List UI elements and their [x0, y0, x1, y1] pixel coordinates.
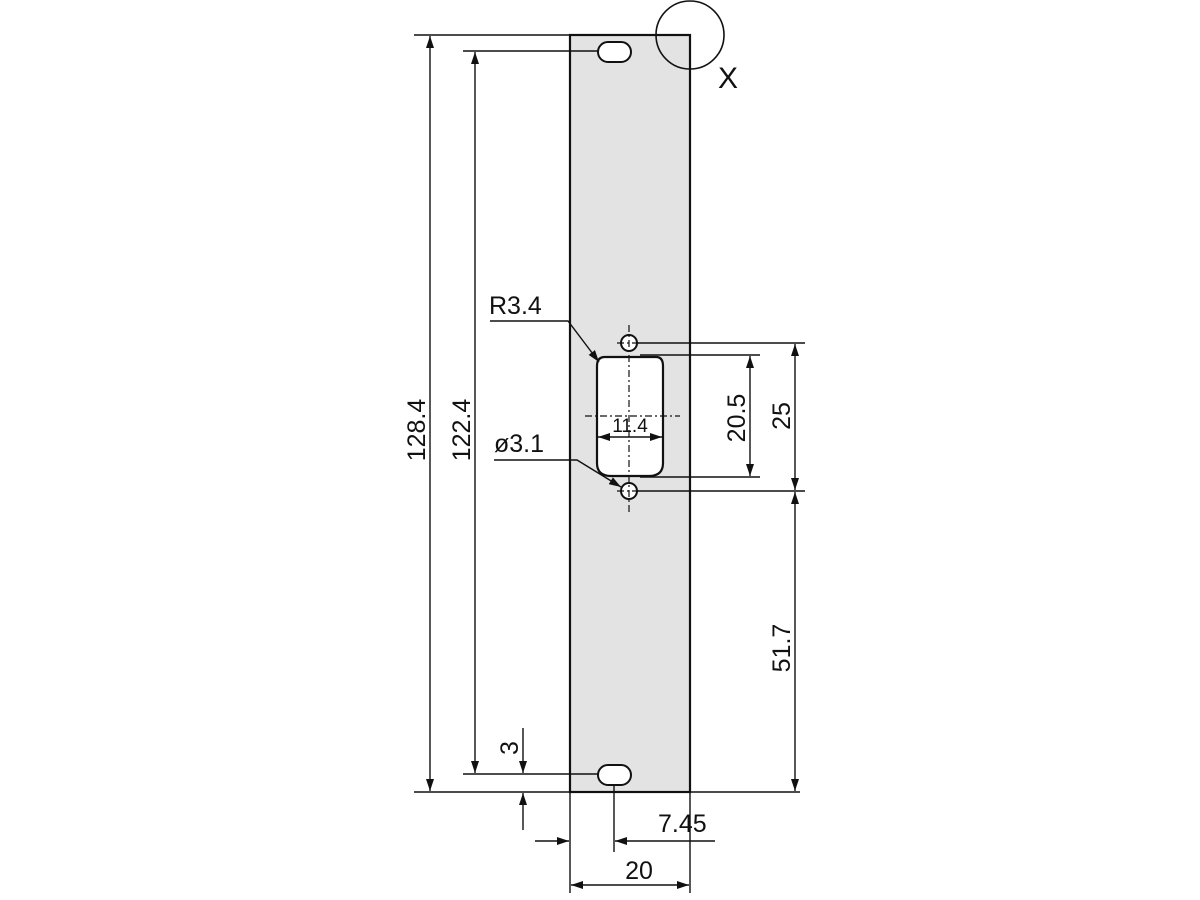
detail-circle	[655, 0, 725, 70]
cutout-radius-label: R3.4	[489, 292, 542, 320]
hole-diameter-label: ø3.1	[494, 430, 544, 458]
slot-offset-label: 3	[496, 741, 524, 755]
top-mounting-slot	[597, 41, 632, 63]
hole-pitch-label: 25	[768, 402, 796, 430]
detail-label: X	[718, 62, 738, 95]
center-offset-label: 7.45	[658, 810, 707, 838]
hole-spacing-label: 122.4	[448, 399, 476, 462]
bottom-mounting-slot	[597, 764, 632, 786]
hole-diameter-leader	[494, 459, 622, 488]
panel-width-label: 20	[625, 857, 653, 885]
cutout-radius-leader	[490, 320, 600, 363]
lower-offset-label: 51.7	[768, 624, 796, 673]
total-height-label: 128.4	[403, 399, 431, 462]
cutout-width-label: 11.4	[612, 416, 648, 437]
cutout-height-label: 20.5	[723, 394, 751, 443]
